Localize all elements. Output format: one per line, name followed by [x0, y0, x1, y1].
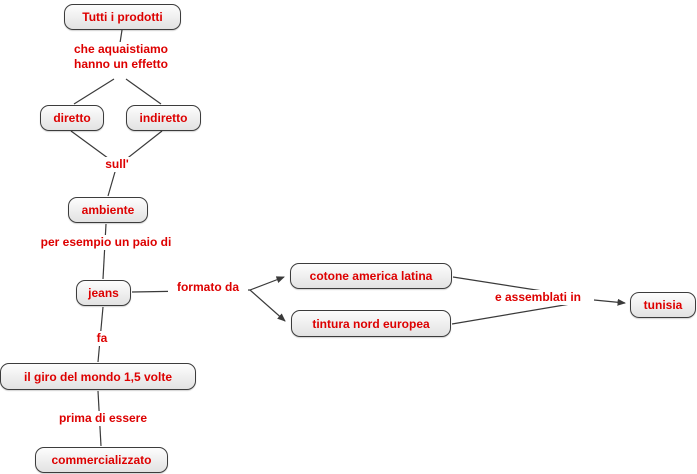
concept-node-tunisia[interactable]: tunisia	[630, 292, 696, 318]
concept-node-jeans[interactable]: jeans	[76, 280, 131, 306]
linking-phrase-per-esempio[interactable]: per esempio un paio di	[26, 235, 186, 250]
concept-node-tintura-nord-europea[interactable]: tintura nord europea	[291, 310, 451, 337]
linking-phrase-e-assemblati-in[interactable]: e assemblati in	[482, 290, 594, 305]
concept-node-ambiente[interactable]: ambiente	[68, 197, 148, 223]
concept-node-cotone-america-latina[interactable]: cotone america latina	[290, 263, 452, 289]
concept-node-diretto[interactable]: diretto	[40, 105, 104, 131]
concept-node-commercializzato[interactable]: commercializzato	[35, 447, 168, 473]
linking-phrase-sull[interactable]: sull'	[96, 157, 138, 172]
concept-node-tutti-i-prodotti[interactable]: Tutti i prodotti	[64, 4, 181, 30]
concept-node-giro-del-mondo[interactable]: il giro del mondo 1,5 volte	[0, 363, 196, 390]
linking-phrase-effetto[interactable]: che aquaistiamo hanno un effetto	[58, 42, 184, 72]
linking-phrase-fa[interactable]: fa	[88, 331, 116, 346]
linking-phrase-formato-da[interactable]: formato da	[168, 280, 248, 295]
concept-node-indiretto[interactable]: indiretto	[126, 105, 201, 131]
linking-phrase-prima-di-essere[interactable]: prima di essere	[46, 411, 160, 426]
